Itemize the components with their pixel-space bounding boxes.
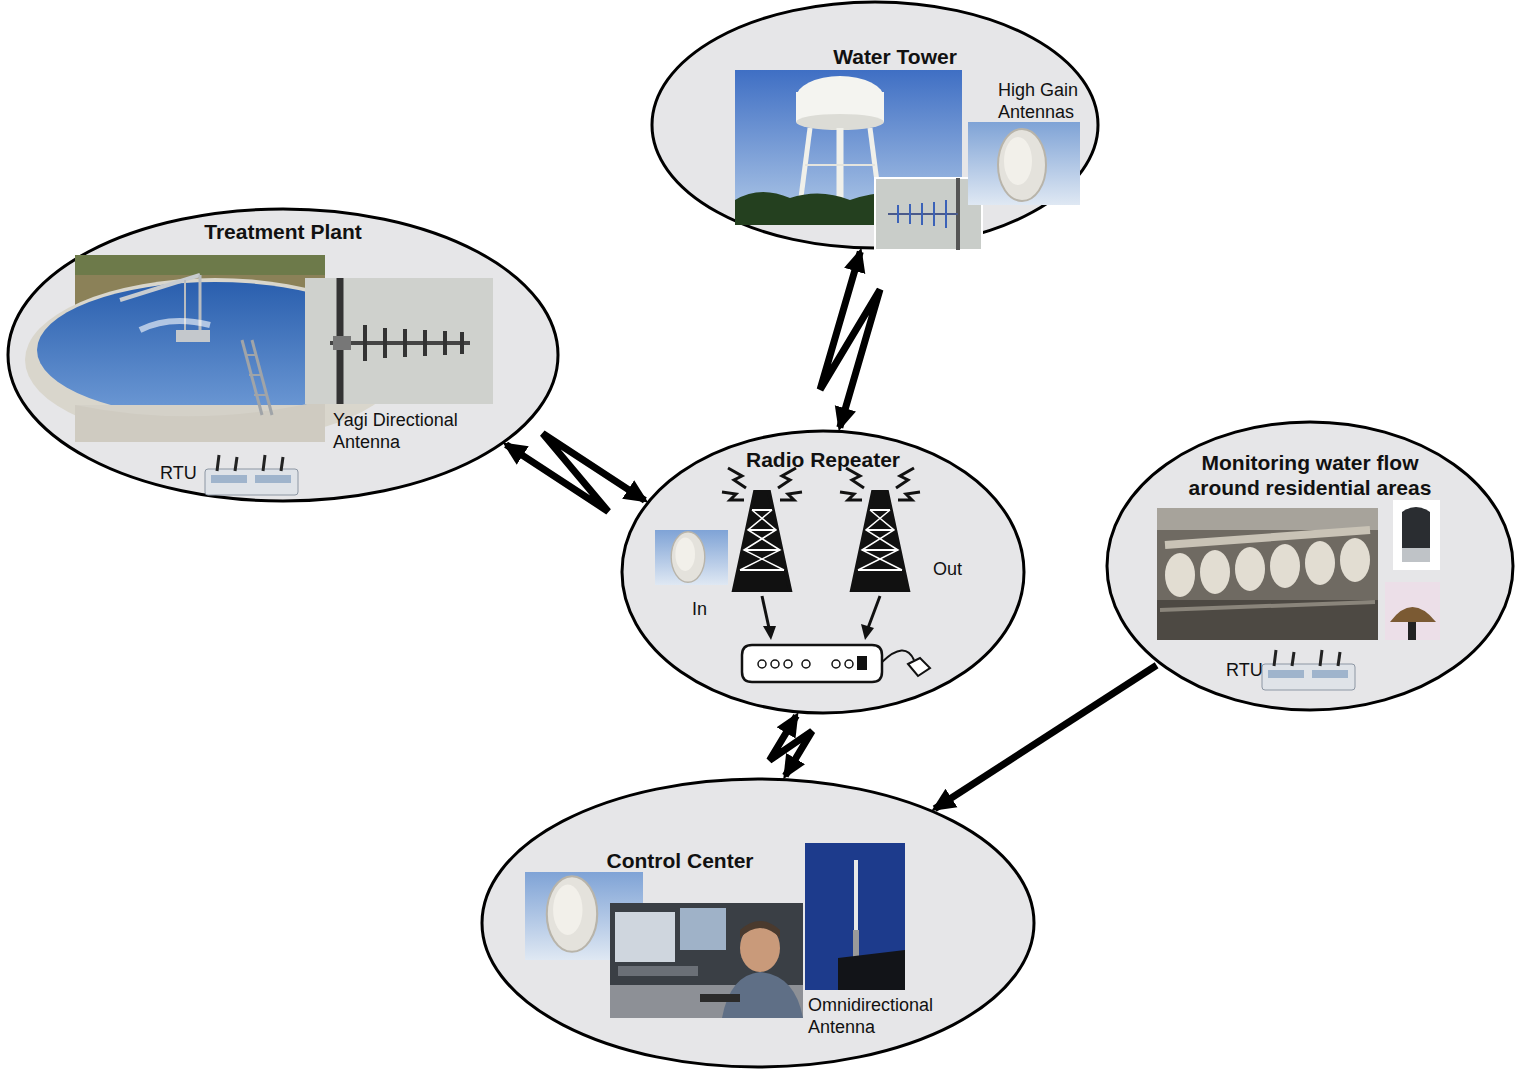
ellipse-shape [1107, 422, 1513, 710]
operator-photo [610, 903, 803, 1018]
node-heading: Control Center [570, 848, 790, 873]
node-label: High Gain Antennas [998, 80, 1092, 123]
ellipse-shape [482, 779, 1034, 1067]
node-heading: Monitoring water flow around residential… [1175, 450, 1445, 500]
text-holder: Radio Repeater [713, 447, 933, 472]
yagi-photo [875, 178, 982, 250]
text-holder: Omnidirectional Antenna [808, 995, 958, 1038]
text-holder: High Gain Antennas [998, 80, 1092, 123]
cylinder-antenna-photo [1393, 500, 1440, 570]
text-holder: RTU [160, 463, 220, 485]
dish-photo [655, 530, 728, 585]
radio-link [506, 434, 645, 512]
radio-link [820, 252, 880, 428]
text-holder: Monitoring water flow around residential… [1175, 450, 1445, 500]
text-holder: Out [933, 559, 983, 581]
radio-tower [722, 468, 920, 590]
text-holder: Water Tower [765, 44, 1025, 69]
dish-photo [968, 122, 1080, 205]
node-label: Out [933, 559, 983, 581]
yagi-photo [305, 278, 493, 404]
text-holder: RTU [1226, 660, 1286, 682]
data-link-arrow [935, 665, 1157, 809]
omni-antenna-photo [805, 843, 905, 990]
node-heading: Water Tower [765, 44, 1025, 69]
router [742, 596, 930, 682]
node-heading: Radio Repeater [713, 447, 933, 472]
node-label: Omnidirectional Antenna [808, 995, 958, 1038]
flow-equipment-photo [1157, 508, 1378, 640]
ellipse-shape [622, 431, 1024, 713]
text-holder: Yagi Directional Antenna [333, 410, 483, 453]
text-holder: In [692, 599, 732, 621]
node-label: In [692, 599, 732, 621]
puck-antenna-photo [1385, 582, 1440, 640]
node-label: Yagi Directional Antenna [333, 410, 483, 453]
radio-link [770, 716, 813, 776]
ellipse-shape [8, 209, 558, 501]
node-label: RTU [1226, 660, 1286, 682]
text-holder: Control Center [570, 848, 790, 873]
rtu-icon [1262, 650, 1355, 690]
node-heading: Treatment Plant [163, 219, 403, 244]
text-holder: Treatment Plant [163, 219, 403, 244]
node-label: RTU [160, 463, 220, 485]
rtu-icon [205, 455, 298, 495]
